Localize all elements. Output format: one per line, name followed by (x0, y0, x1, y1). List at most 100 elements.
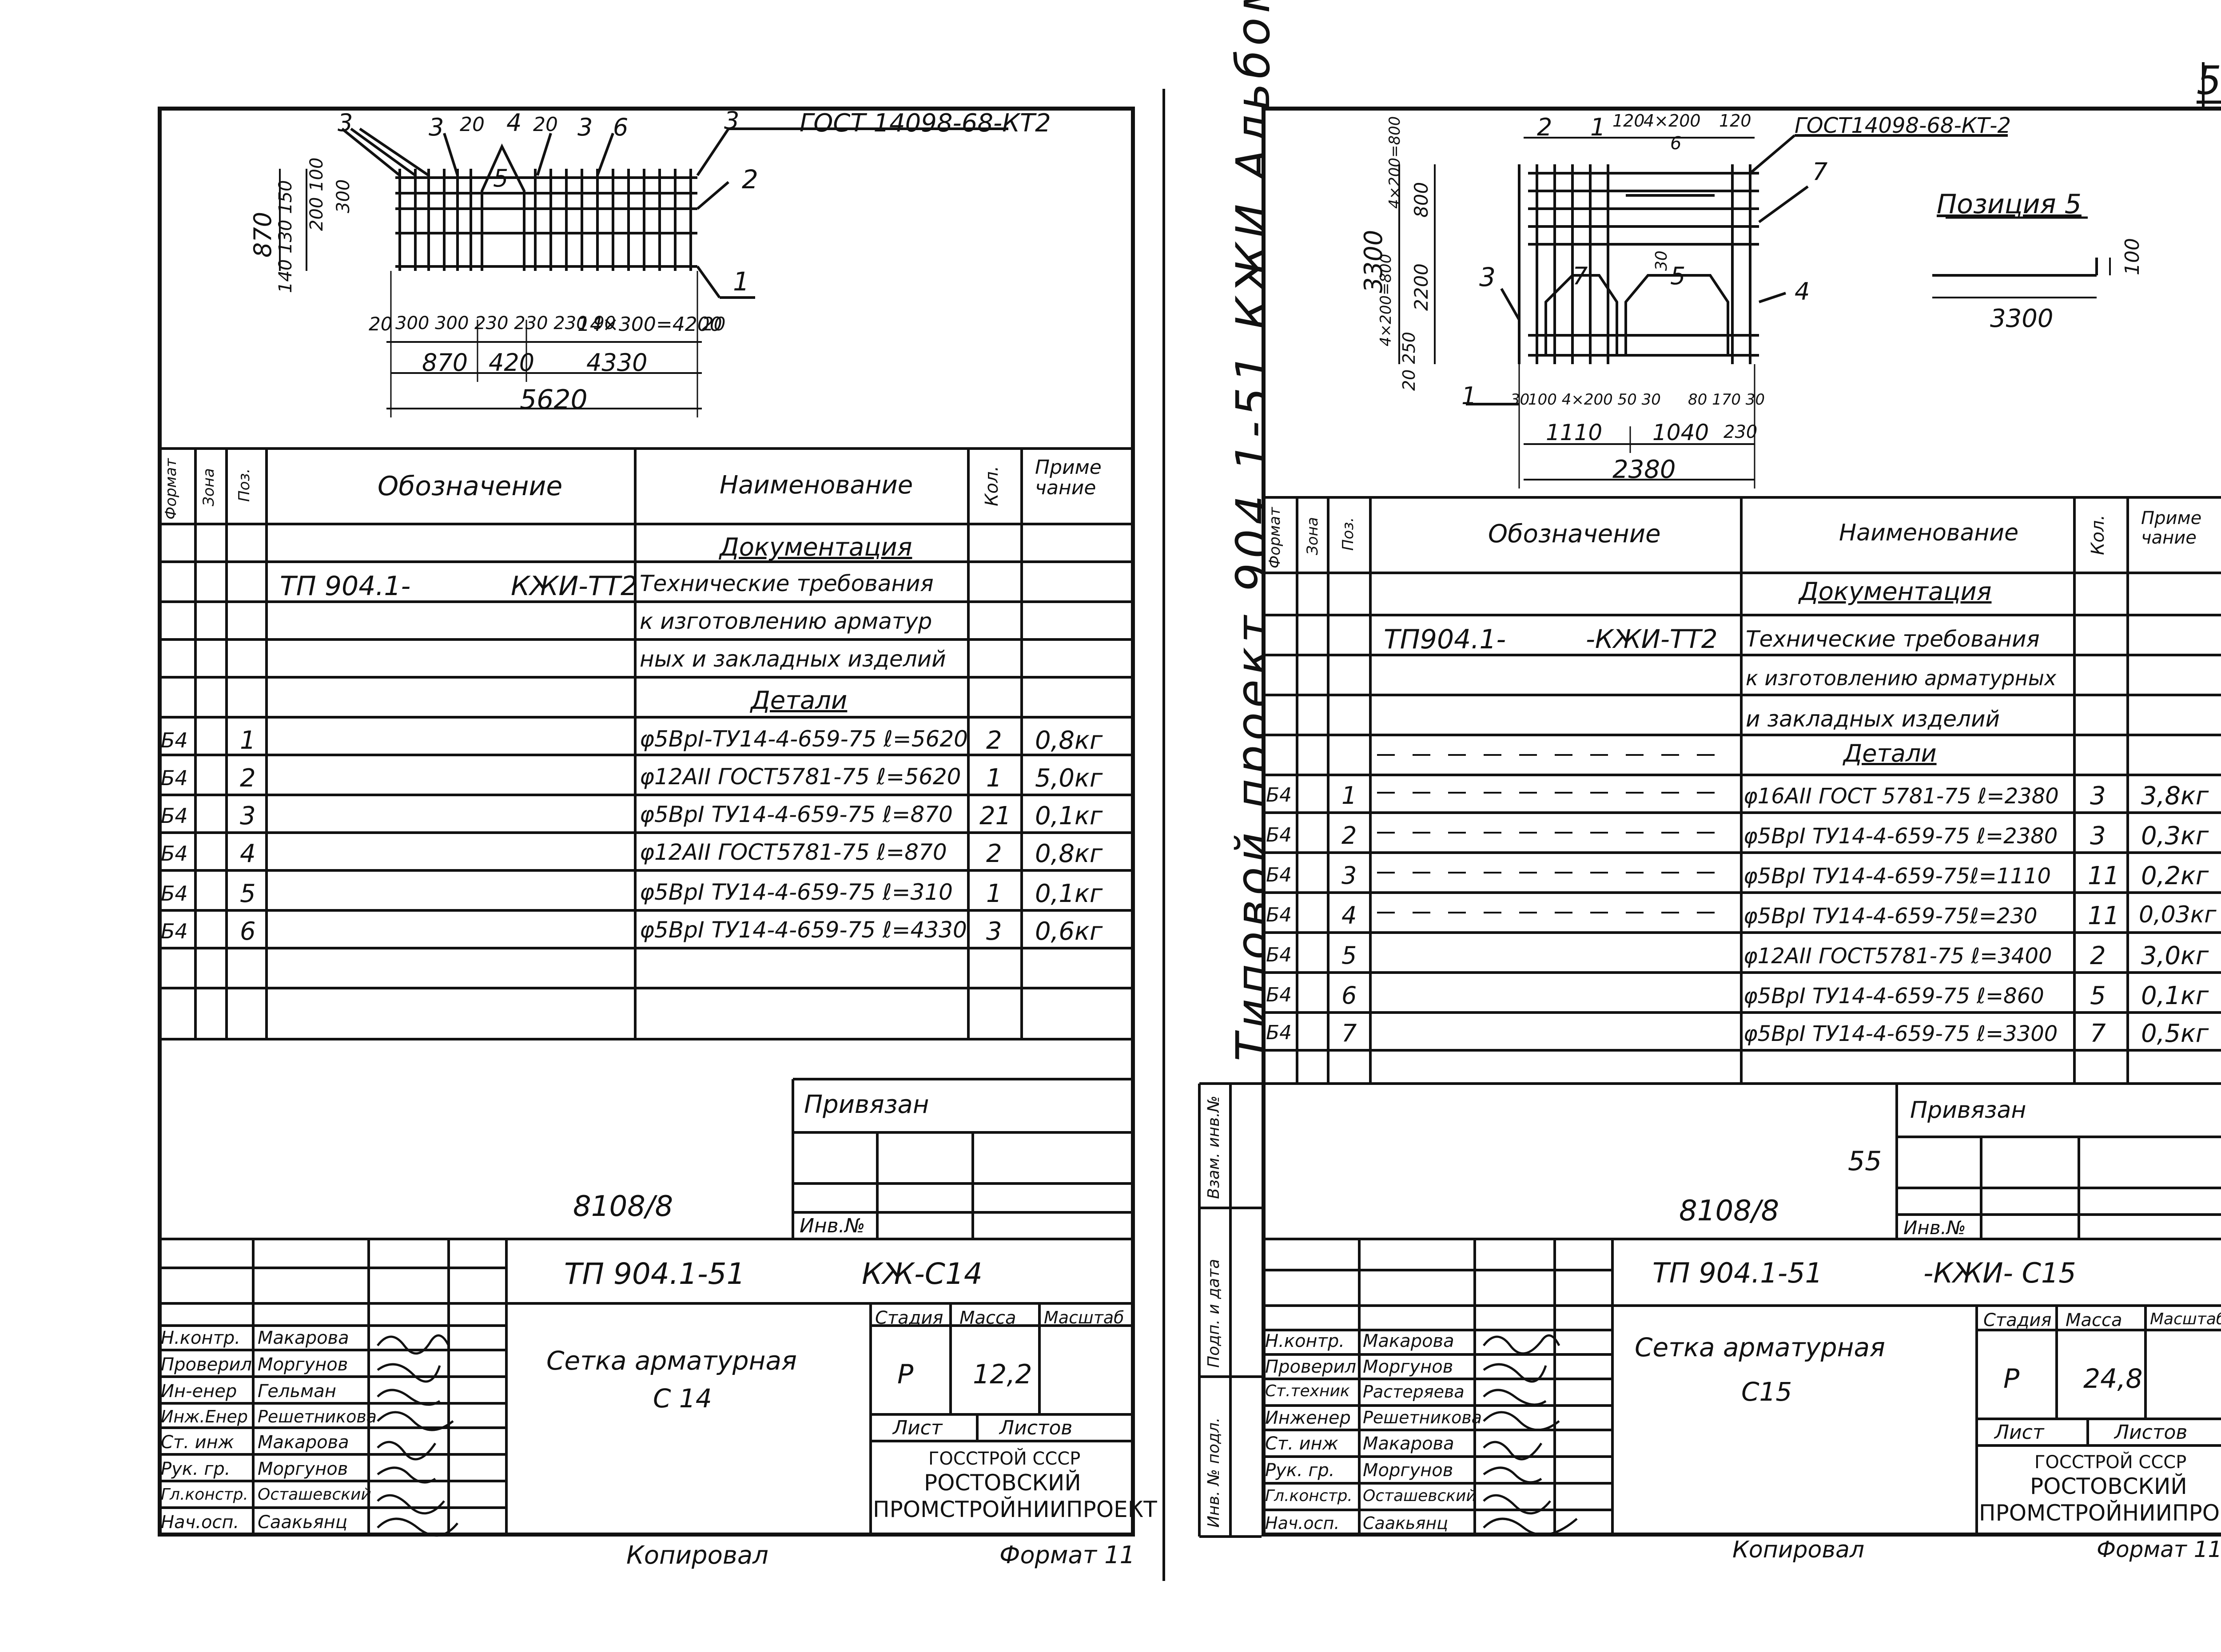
left-copied: Копировал (626, 1541, 768, 1570)
right-pos5-title: Позиция 5 (1937, 189, 2082, 220)
left-archive-no: 8108/8 (573, 1190, 673, 1223)
right-dim-row-b: 80 170 30 (1688, 391, 1765, 409)
right-inv-no: Инв.№ (1903, 1217, 1966, 1239)
left-signer-role: Н.контр. (161, 1328, 240, 1348)
right-doc-name-1: Технические требования (1746, 626, 2040, 652)
right-org-3: ПРОМСТРОЙНИИПРОЕКТ (1979, 1500, 2221, 1526)
right-copied: Копировал (1732, 1537, 1865, 1563)
right-signer-role: Нач.осп. (1265, 1513, 1340, 1533)
right-callout-5: 3 (1479, 262, 1496, 292)
right-callout-3: 6 (1670, 133, 1682, 154)
right-signer-name: Саакьянц (1363, 1513, 1449, 1533)
left-row-name: φ12АII ГОСТ5781-75 ℓ=5620 (640, 764, 961, 790)
right-scale-label: Масштаб (2150, 1310, 2221, 1328)
right-row-note: 3,8кг (2141, 782, 2209, 810)
left-h-designation: Обозначение (378, 471, 563, 502)
right-signer-name: Макарова (1363, 1434, 1454, 1454)
right-sec-docs: Документация (1799, 577, 1992, 606)
right-row-format: Б4 (1266, 944, 1292, 966)
left-callout-5: 20 (533, 113, 558, 136)
left-signer-name: Гельман (258, 1381, 336, 1402)
right-row-note: 0,3кг (2141, 822, 2209, 850)
left-sec-parts: Детали (751, 686, 848, 715)
right-row-format: Б4 (1266, 784, 1292, 806)
left-dim-870: 870 (422, 349, 468, 377)
right-dim-120a: 120 (1612, 111, 1645, 131)
right-row-note: 0,5кг (2141, 1019, 2209, 1048)
right-dim-4x200: 4×200 (1644, 111, 1701, 131)
right-row-qty: 7 (2090, 1019, 2106, 1048)
left-row-qty: 2 (986, 726, 1002, 755)
right-row-qty: 11 (2088, 862, 2120, 890)
left-callout-1: 3 (338, 109, 353, 137)
right-signer-role: Гл.констр. (1265, 1487, 1353, 1505)
right-dim-1110: 1110 (1546, 420, 1603, 445)
right-signer-role: Ст. инж (1265, 1434, 1338, 1454)
left-callout-9: 5 (493, 164, 509, 192)
left-row-qty: 1 (986, 764, 1002, 793)
right-format: Формат 11 (2097, 1537, 2221, 1562)
left-signer-role: Ст. инж (161, 1432, 234, 1453)
left-org-3: ПРОМСТРОЙНИИПРОЕКТ (873, 1497, 1157, 1522)
right-row-pos: 3 (1341, 862, 1357, 890)
right-row-note: 0,1кг (2141, 981, 2209, 1010)
left-dim-4330: 4330 (586, 349, 648, 377)
left-row-pos: 3 (240, 802, 256, 830)
right-dim-230: 230 (1723, 422, 1758, 442)
right-signer-name: Моргунов (1363, 1357, 1453, 1377)
left-row-pos: 5 (240, 879, 256, 908)
left-row-note: 0,6кг (1035, 917, 1103, 946)
left-signer-name: Моргунов (258, 1354, 348, 1375)
right-signer-role: Н.контр. (1265, 1331, 1345, 1351)
left-sheet-label: Лист (893, 1417, 943, 1439)
left-stage-value: Р (897, 1359, 914, 1390)
left-callout-4: 4 (506, 109, 522, 137)
left-signer-role: Рук. гр. (161, 1459, 231, 1479)
right-signer-role: Проверил (1265, 1357, 1357, 1377)
right-h-designation: Обозначение (1488, 520, 1661, 548)
left-doc-code: ТП 904.1-51 (564, 1257, 745, 1291)
left-row-name: φ5ВрI ТУ14-4-659-75 ℓ=4330 (640, 917, 967, 943)
left-doc-name-2: к изготовлению арматур (640, 608, 932, 634)
left-sec-docs: Документация (720, 533, 912, 562)
left-callout-7: 6 (613, 113, 629, 141)
left-callout-6: 3 (577, 113, 593, 141)
right-stage-value: Р (2003, 1363, 2020, 1394)
left-row-qty: 1 (986, 879, 1002, 908)
right-row-name: φ5ВрI ТУ14-4-659-75 ℓ=860 (1743, 984, 2044, 1009)
left-row-name: φ12АII ГОСТ5781-75 ℓ=870 (640, 839, 947, 865)
right-row-pos: 5 (1341, 941, 1357, 969)
right-row-qty: 2 (2090, 941, 2106, 970)
left-callout-8: 3 (724, 107, 740, 135)
right-row-pos: 1 (1341, 782, 1357, 810)
right-row-format: Б4 (1266, 824, 1292, 846)
right-stamp-no: 55 (1848, 1146, 1882, 1177)
right-mass-value: 24,8 (2083, 1363, 2143, 1394)
right-archive-no: 8108/8 (1679, 1195, 1779, 1227)
left-dim-420: 420 (489, 349, 535, 377)
left-doc-code: КЖИ-ТТ2 (511, 571, 638, 602)
left-row-pos: 6 (240, 917, 256, 946)
left-callout-11: 1 (733, 266, 749, 297)
right-org-1: ГОССТРОЙ СССР (2034, 1452, 2187, 1473)
right-doc-designation: ТП904.1- (1384, 624, 1506, 655)
left-callout-10: 2 (742, 164, 758, 195)
right-callout-4: 7 (1812, 158, 1828, 186)
left-row-note: 0,8кг (1035, 839, 1103, 868)
right-signer-name: Осташевский (1363, 1487, 1477, 1505)
left-doc-designation: ТП 904.1- (280, 571, 411, 602)
left-signer-name: Моргунов (258, 1459, 348, 1479)
right-row-name: φ5ВрI ТУ14-4-659-75ℓ=230 (1743, 904, 2038, 929)
left-title-2: С 14 (653, 1383, 712, 1414)
right-dim-30: 30 (1510, 391, 1530, 409)
right-row-format: Б4 (1266, 984, 1292, 1006)
right-dim-2380: 2380 (1612, 455, 1676, 484)
right-row-qty: 11 (2088, 901, 2120, 930)
left-sheet (158, 107, 1135, 1537)
